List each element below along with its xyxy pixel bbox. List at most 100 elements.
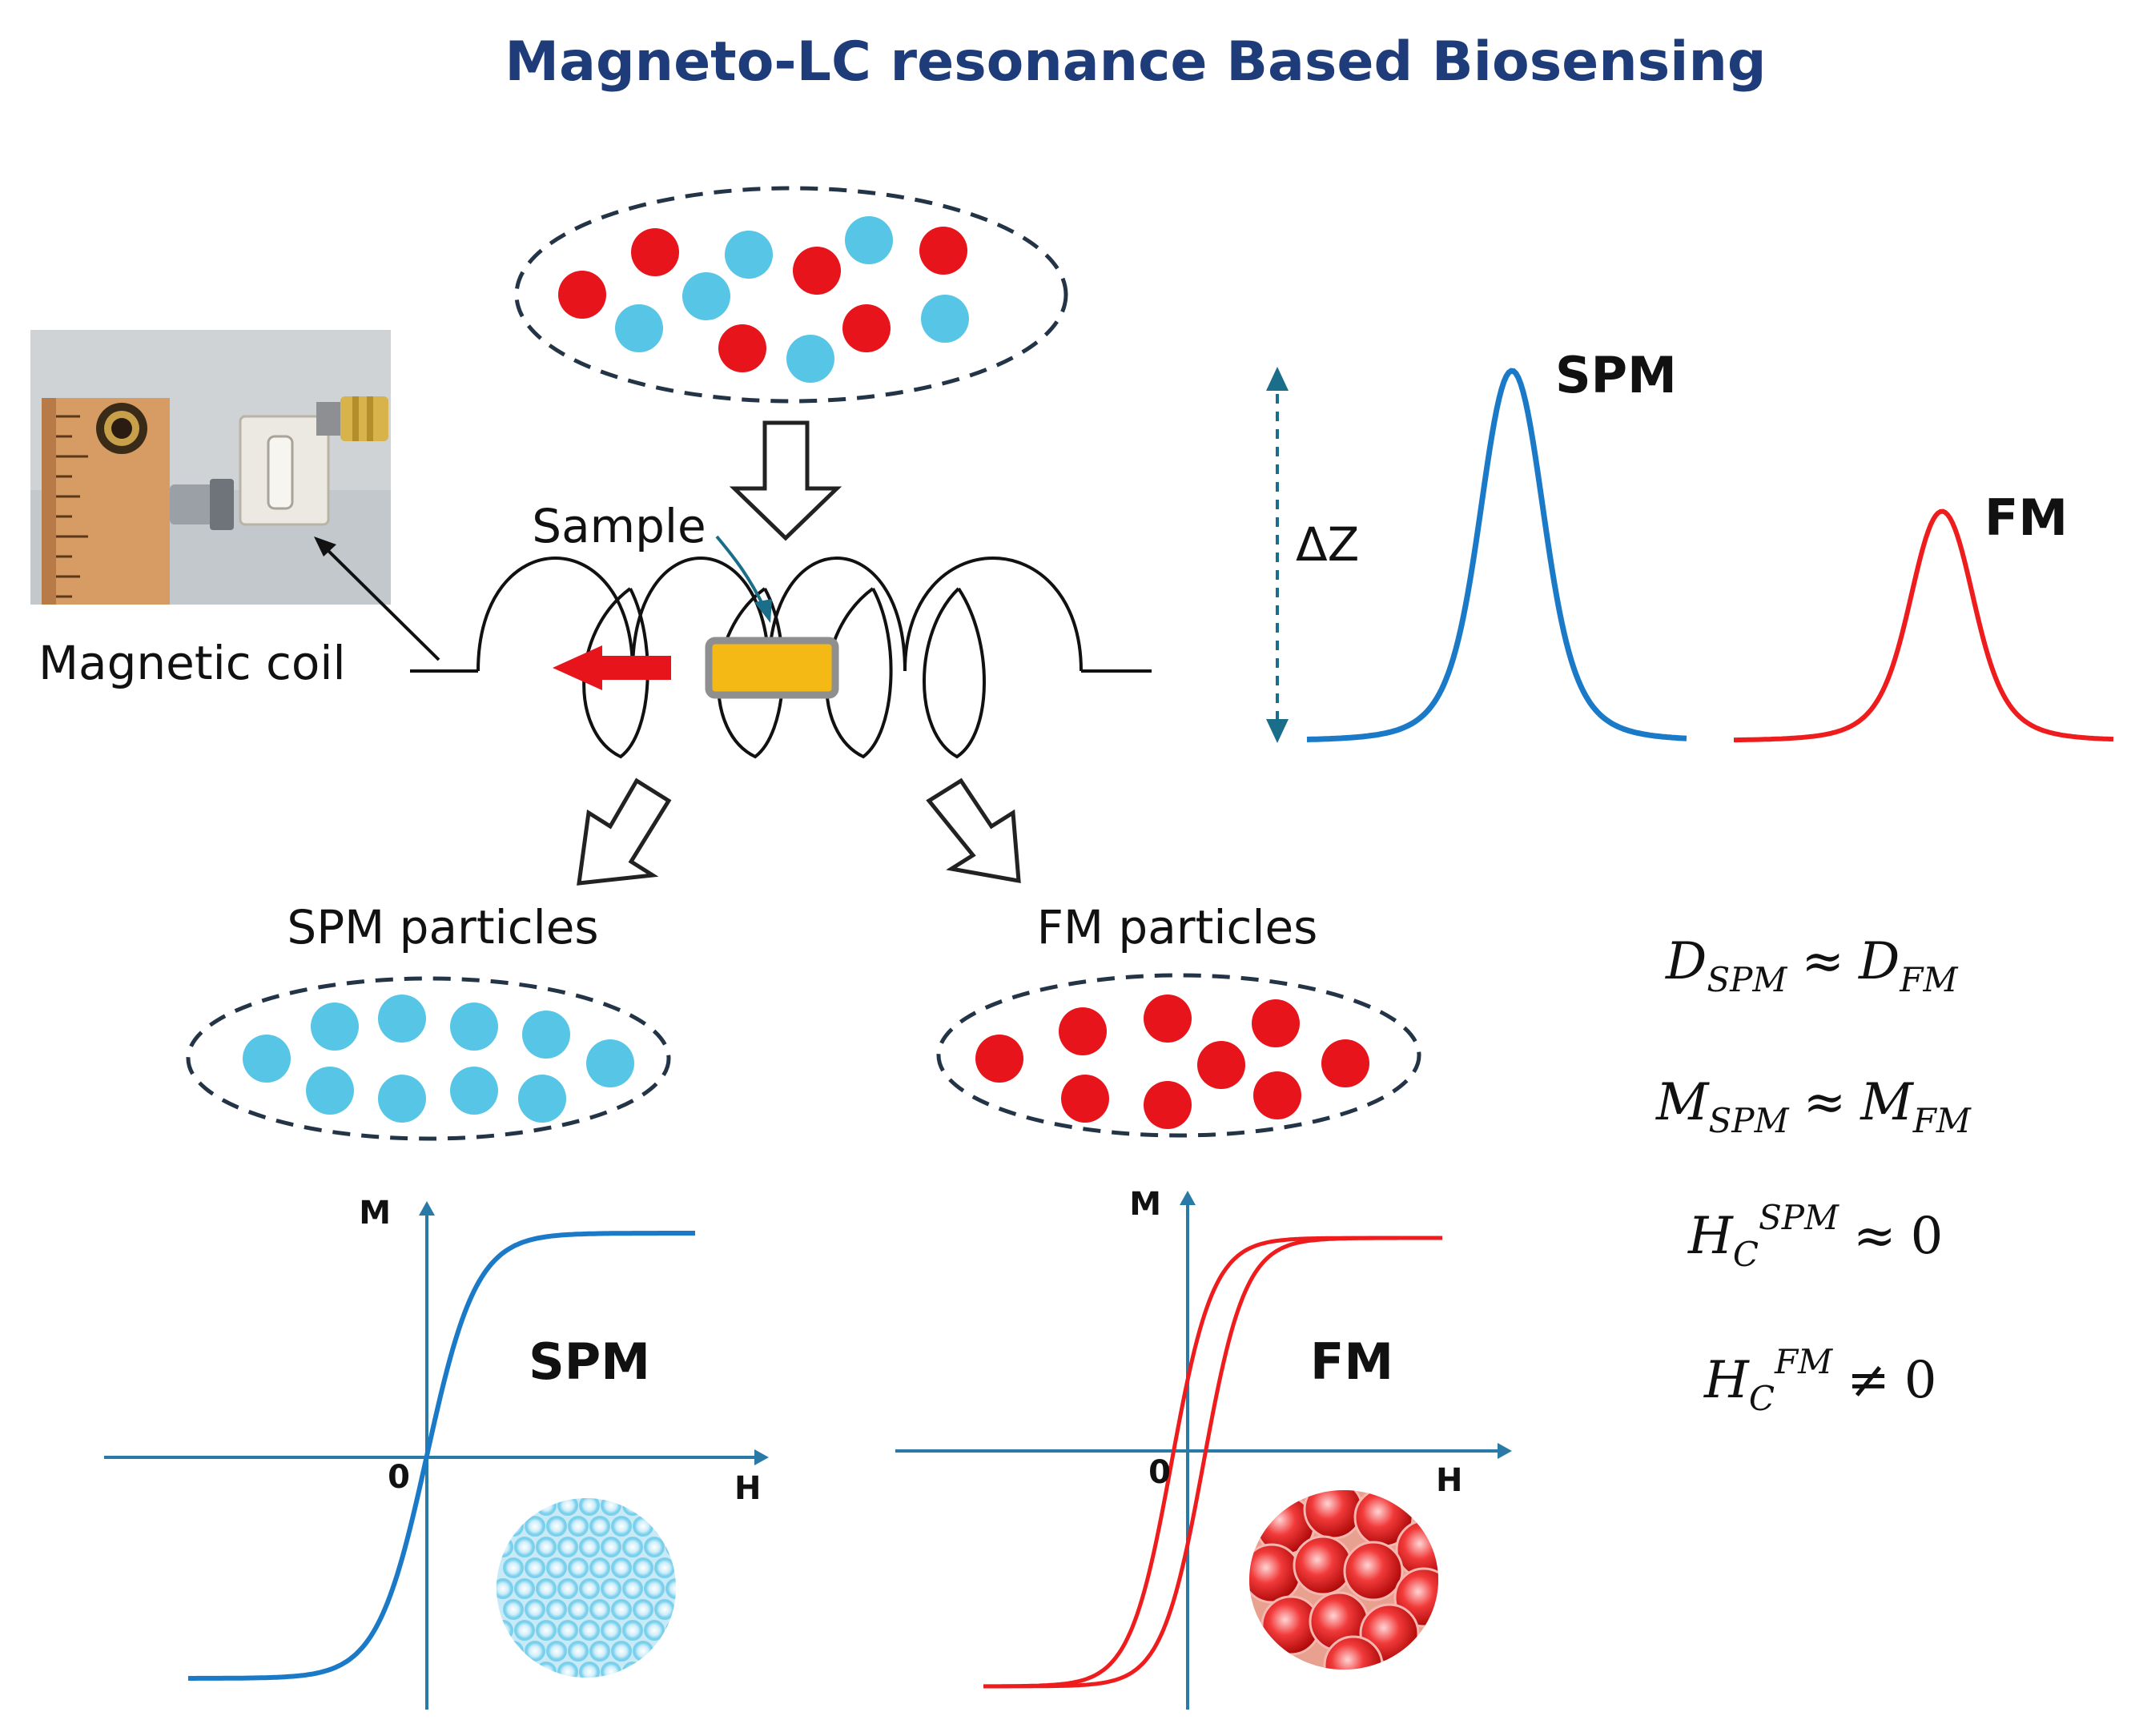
spm-cluster-cell [503,1599,524,1620]
spm-cluster-cell [665,1537,676,1557]
fm-particle [1059,1007,1107,1055]
spm-cluster-cell [601,1578,621,1599]
spm-cluster-cell [514,1537,535,1557]
spm-cluster-cell [601,1662,621,1678]
spm-cluster-cell [589,1516,610,1537]
spm-cluster-cell [665,1662,676,1678]
spm-particle [378,995,426,1043]
fm-particle [793,247,841,295]
spm-cluster-cell [665,1620,676,1641]
fm-origin-label: 0 [1148,1454,1171,1491]
spm-cluster-cell [633,1516,653,1537]
spm-cluster-cell [633,1641,653,1662]
spm-cluster-cell [557,1498,578,1516]
fm-particle-dots [975,995,1369,1129]
spm-particle [725,231,773,279]
fm-cluster-cells [1249,1490,1438,1670]
spm-particles-label: SPM particles [287,900,598,954]
down-arrow-to-coil [729,420,842,541]
sample-pointer [715,535,766,609]
spm-particle [921,295,969,343]
spm-cluster-cell [497,1498,513,1516]
spm-cluster-cell [589,1599,610,1620]
spm-cluster-cell [546,1599,567,1620]
equation-4: HCFM≠0 [1703,1342,1936,1418]
fm-particle [558,271,606,319]
fm-cluster-cell [1303,1490,1364,1540]
spm-cluster-cell [568,1557,589,1578]
spm-cluster-cell [579,1662,600,1678]
spm-cluster-cell [677,1600,696,1619]
spm-particle [450,1067,498,1115]
equations-block: DSPM≈DFM MSPM≈MFM HCSPM≈0 HCFM≠0 [1655,932,1972,1418]
spm-cluster-cell [536,1620,557,1641]
connector-right [340,396,388,441]
spm-cluster-cell [665,1498,676,1516]
fm-hysteresis-descending [983,1236,1442,1689]
figure-title: Magneto-LC resonance Based Biosensing [505,30,1766,94]
connector-left [170,484,218,524]
arrow-to-fm-particles [926,778,1021,884]
spm-particle [522,1011,570,1059]
field-arrow-head [553,645,602,690]
spm-cluster-cell [497,1578,513,1599]
delta-z-label: ΔZ [1296,517,1359,572]
sample-holder [705,637,839,699]
spm-particle [311,1003,359,1051]
spm-m-axis-label: M [359,1195,391,1232]
spm-cluster-cell [589,1641,610,1662]
fm-h-axis-label: H [1436,1462,1462,1499]
spm-cluster-cell [654,1599,675,1620]
mixed-particle-dots [558,216,969,383]
spm-cluster-cell [514,1662,535,1678]
fm-particle [975,1035,1023,1083]
spm-cluster-cell [654,1557,675,1578]
spm-cluster-cell [557,1620,578,1641]
spm-peak-label: SPM [1555,346,1677,404]
fm-plot-label: FM [1310,1332,1393,1391]
spm-cluster-cell [601,1537,621,1557]
spm-cluster-cell [579,1537,600,1557]
spm-particle [615,304,663,352]
spm-particle [682,272,730,320]
spm-cluster-cell [622,1620,643,1641]
fm-particle [1253,1071,1301,1119]
coil-pointer-head [314,536,336,557]
spm-particle [306,1067,354,1115]
spm-cluster-cell [497,1620,513,1641]
spm-particle [518,1075,566,1123]
spm-origin-label: 0 [388,1459,410,1496]
spm-cluster-cell [611,1599,632,1620]
fm-peak-label: FM [1984,488,2068,547]
resonance-peaks-plot: ΔZ SPM FM [1266,346,2114,743]
spm-cluster-cell [525,1641,545,1662]
spm-cluster-cell [644,1620,665,1641]
spm-cluster-cell [579,1620,600,1641]
spm-h-axis-label: H [734,1470,761,1507]
spm-cluster-cell [589,1557,610,1578]
spm-cluster-cell [579,1498,600,1516]
coil-pointer-line [319,541,440,661]
fm-resonance-curve [1734,508,2114,743]
spm-cluster-cell [654,1641,675,1662]
equation-3: HCSPM≈0 [1687,1198,1943,1274]
sample-label: Sample [532,499,706,553]
fm-m-axis-label: M [1129,1186,1161,1223]
spm-cluster-cell [557,1578,578,1599]
spm-particle [845,216,893,264]
fm-particles-outline [936,973,1421,1138]
spm-cluster-cell [622,1578,643,1599]
spm-cluster-cell [665,1578,676,1599]
spm-cluster-cell [579,1578,600,1599]
fm-particle [1144,995,1192,1043]
spm-cluster-cell [601,1620,621,1641]
spm-cluster-cell [644,1662,665,1678]
fm-particle [1321,1039,1369,1087]
spm-cluster-cell [546,1516,567,1537]
fm-cluster-cell [1249,1543,1302,1604]
fm-cluster-cell [1343,1541,1404,1601]
spm-cluster-cell [514,1620,535,1641]
spm-cluster-cell [568,1516,589,1537]
spm-cluster-cell [546,1557,567,1578]
